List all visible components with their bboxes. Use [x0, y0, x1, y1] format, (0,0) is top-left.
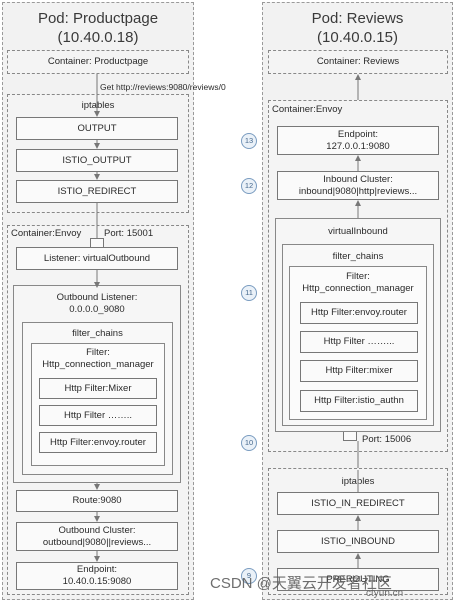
inbound-endpoint-line2: 127.0.0.1:9080	[326, 140, 390, 152]
outbound-endpoint-line1: Endpoint:	[76, 564, 118, 575]
inbound-endpoint: Endpoint: 127.0.0.1:9080	[277, 126, 439, 155]
watermark-text: CSDN @天翼云开发者社区	[210, 575, 392, 592]
pod-reviews-ip: (10.40.0.15)	[317, 29, 398, 46]
left-filter-line1: Filter:	[86, 347, 110, 358]
r-http-filter-istio-authn: Http Filter:istio_authn	[300, 390, 418, 412]
right-filter-line2: Http_connection_manager	[302, 283, 414, 294]
productpage-container-label: Container: Productpage	[47, 56, 149, 67]
left-iptables-label: iptables	[81, 100, 115, 111]
right-envoy-port: Port: 15006	[362, 434, 412, 445]
http-filter-envoy-router: Http Filter:envoy.router	[39, 432, 157, 453]
right-envoy-label: Container:Envoy	[272, 104, 343, 115]
chain-prerouting: PREROUTING	[277, 568, 439, 591]
listener-virtual-outbound: Listener: virtualOutbound	[16, 247, 178, 270]
watermark-domain: ctyun.cn	[366, 588, 404, 599]
http-filter-etc: Http Filter ……..	[39, 405, 157, 426]
request-label: Get http://reviews:9080/reviews/0	[100, 82, 226, 92]
step-13-badge: 13	[241, 133, 257, 149]
chain-output: OUTPUT	[16, 117, 178, 140]
left-envoy-label: Container:Envoy	[11, 228, 82, 239]
inbound-endpoint-line1: Endpoint:	[337, 128, 379, 140]
reviews-container	[268, 50, 448, 74]
outbound-listener-line1: Outbound Listener:	[56, 292, 138, 303]
left-filter-chains-label: filter_chains	[72, 328, 123, 339]
outbound-cluster-line1: Outbound Cluster:	[58, 524, 136, 536]
r-http-filter-etc: Http Filter ……...	[300, 331, 418, 353]
inbound-cluster: Inbound Cluster: inbound|9080|http|revie…	[277, 171, 439, 200]
step-10-badge: 10	[241, 435, 257, 451]
right-port-notch	[343, 432, 357, 441]
inbound-cluster-line2: inbound|9080|http|reviews...	[298, 185, 418, 197]
http-filter-mixer: Http Filter:Mixer	[39, 378, 157, 399]
left-envoy-port: Port: 15001	[104, 228, 154, 239]
outbound-endpoint: Endpoint: 10.40.0.15:9080	[16, 562, 178, 590]
chain-istio-redirect: ISTIO_REDIRECT	[16, 180, 178, 203]
step-11-badge: 11	[241, 285, 257, 301]
outbound-listener-line2: 0.0.0.0_9080	[69, 304, 125, 315]
productpage-container	[7, 50, 189, 74]
right-filter-hcm: Filter: Http_connection_manager	[290, 270, 426, 296]
left-filter-hcm: Filter: Http_connection_manager	[32, 346, 164, 372]
virtual-inbound-label: virtualInbound	[328, 226, 388, 237]
right-filter-line1: Filter:	[346, 271, 370, 282]
reviews-container-label: Container: Reviews	[316, 56, 400, 67]
pod-reviews-title: Pod: Reviews	[311, 10, 404, 27]
left-port-notch	[90, 238, 104, 247]
chain-istio-inbound: ISTIO_INBOUND	[277, 530, 439, 553]
left-filter-line2: Http_connection_manager	[42, 359, 154, 370]
right-filter-chains-label: filter_chains	[332, 251, 384, 262]
step-9-badge: 9	[241, 568, 257, 584]
chain-istio-in-redirect: ISTIO_IN_REDIRECT	[277, 492, 439, 515]
pod-productpage-ip: (10.40.0.18)	[57, 29, 139, 46]
pod-productpage-title: Pod: Productpage	[37, 10, 159, 27]
r-http-filter-mixer: Http Filter:mixer	[300, 360, 418, 382]
outbound-cluster: Outbound Cluster: outbound|9080||reviews…	[16, 522, 178, 551]
outbound-listener: Outbound Listener: 0.0.0.0_9080	[14, 288, 180, 320]
outbound-endpoint-line2: 10.40.0.15:9080	[62, 576, 132, 587]
inbound-cluster-line1: Inbound Cluster:	[323, 173, 393, 185]
outbound-cluster-line2: outbound|9080||reviews...	[42, 536, 152, 548]
route-9080: Route:9080	[16, 490, 178, 512]
r-http-filter-envoy-router: Http Filter:envoy.router	[300, 302, 418, 324]
step-12-badge: 12	[241, 178, 257, 194]
chain-istio-output: ISTIO_OUTPUT	[16, 149, 178, 172]
